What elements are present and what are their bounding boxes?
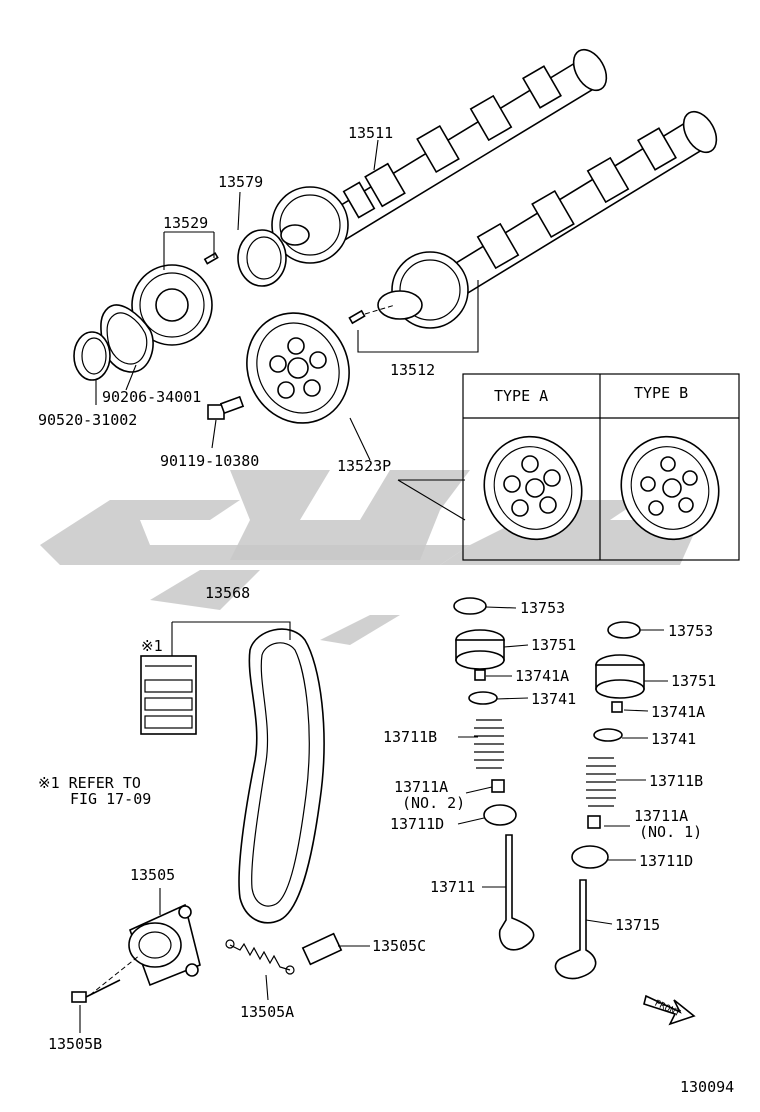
label-90119-10380: 90119-10380 bbox=[160, 452, 259, 470]
label-right-13711a-sub: (NO. 1) bbox=[639, 823, 702, 841]
label-90206-34001: 90206-34001 bbox=[102, 388, 201, 406]
label-left-13711a-sub: (NO. 2) bbox=[402, 794, 465, 812]
label-13511: 13511 bbox=[348, 124, 393, 142]
label-left-13753: 13753 bbox=[520, 599, 565, 617]
label-right-13741: 13741 bbox=[651, 730, 696, 748]
label-right-13751: 13751 bbox=[671, 672, 716, 690]
label-13505: 13505 bbox=[130, 866, 175, 884]
watermark-logo bbox=[40, 470, 700, 645]
label-13529: 13529 bbox=[163, 214, 208, 232]
tensioner-13505 bbox=[71, 903, 201, 1003]
snap-ring-90520 bbox=[73, 331, 111, 381]
tension-spring-13505a bbox=[225, 939, 295, 975]
camshaft-13512 bbox=[348, 110, 718, 329]
label-13512: 13512 bbox=[390, 361, 435, 379]
pushrod-13505c bbox=[301, 932, 343, 966]
label-left-13711d: 13711D bbox=[390, 815, 444, 833]
leader-lines bbox=[79, 139, 668, 1033]
label-13505c: 13505C bbox=[372, 937, 426, 955]
timing-pulley-13523p bbox=[246, 312, 350, 424]
part-labels: 13511 13579 13529 13512 90206-34001 9052… bbox=[38, 124, 734, 1096]
label-13579: 13579 bbox=[218, 173, 263, 191]
note-line-2: FIG 17-09 bbox=[70, 790, 151, 808]
valve-stack-no2 bbox=[453, 597, 535, 951]
reference-sheet-icon: ※1 bbox=[140, 637, 197, 735]
label-left-13741a: 13741A bbox=[515, 667, 569, 685]
label-13505a: 13505A bbox=[240, 1003, 294, 1021]
label-left-13751: 13751 bbox=[531, 636, 576, 654]
label-left-13711b: 13711B bbox=[383, 728, 437, 746]
timing-belt-13568 bbox=[238, 628, 325, 924]
label-right-13711a: 13711A bbox=[634, 807, 688, 825]
label-left-13711a: 13711A bbox=[394, 778, 448, 796]
label-13568: 13568 bbox=[205, 584, 250, 602]
type-a-label: TYPE A bbox=[494, 387, 548, 405]
sub-gear-13529 bbox=[131, 252, 219, 346]
label-90520-31002: 90520-31002 bbox=[38, 411, 137, 429]
label-right-13715: 13715 bbox=[615, 916, 660, 934]
label-right-13741a: 13741A bbox=[651, 703, 705, 721]
valve-stack-no1 bbox=[554, 621, 645, 980]
label-right-13753: 13753 bbox=[668, 622, 713, 640]
bolt-90119 bbox=[207, 395, 245, 420]
washer-90206 bbox=[100, 304, 154, 373]
label-left-13741: 13741 bbox=[531, 690, 576, 708]
front-label: FRONT bbox=[653, 999, 682, 1020]
label-right-13711d: 13711D bbox=[639, 852, 693, 870]
pulley-type-inset: TYPE A TYPE B bbox=[397, 373, 740, 561]
snap-ring-13579 bbox=[237, 229, 287, 287]
diagram-number: 130094 bbox=[680, 1078, 734, 1096]
front-arrow-icon: FRONT bbox=[643, 994, 696, 1026]
label-13505b: 13505B bbox=[48, 1035, 102, 1053]
type-b-label: TYPE B bbox=[634, 384, 688, 402]
label-right-13711b: 13711B bbox=[649, 772, 703, 790]
label-left-13711: 13711 bbox=[430, 878, 475, 896]
camshaft-13511 bbox=[271, 48, 608, 264]
note-line-1: ※1 REFER TO bbox=[38, 774, 141, 792]
label-13523p: 13523P bbox=[337, 457, 391, 475]
note-marker: ※1 bbox=[141, 637, 163, 655]
